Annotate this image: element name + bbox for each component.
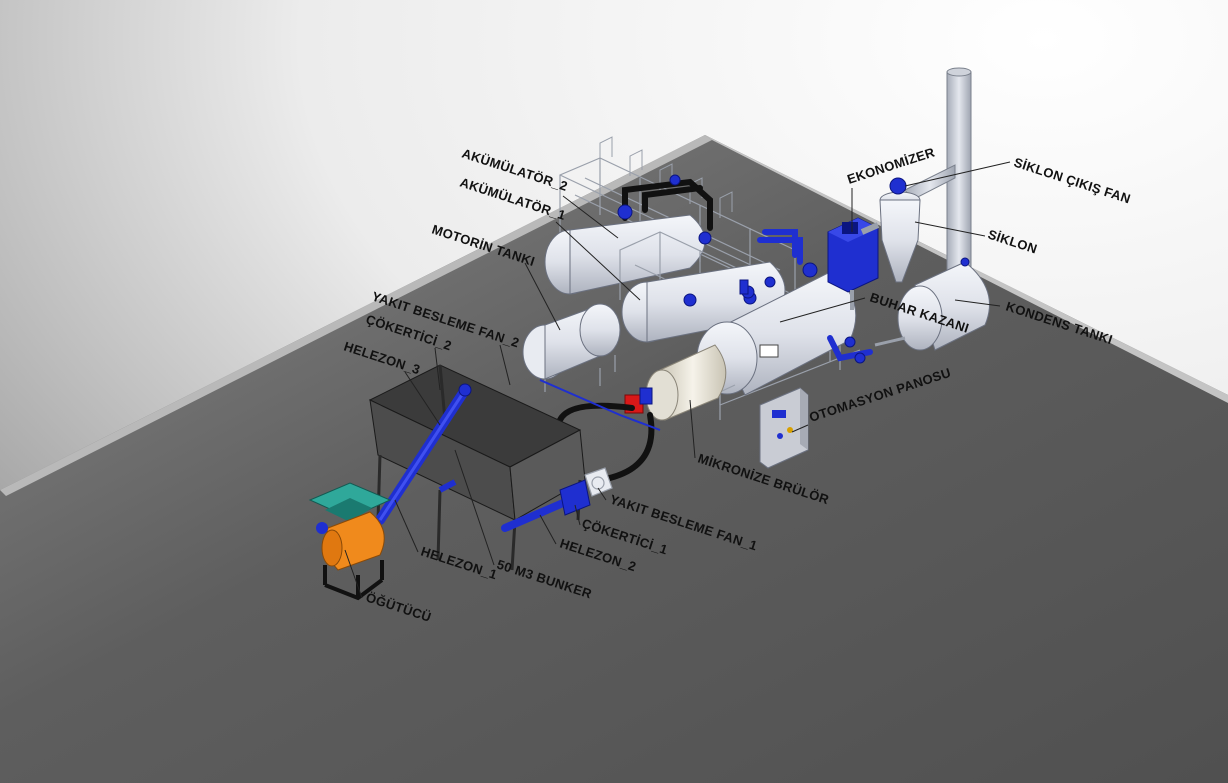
- micronized-burner: [557, 344, 736, 483]
- bunker: [368, 364, 586, 571]
- automation-panel: [759, 387, 809, 469]
- condensate-tank: [897, 257, 990, 351]
- pipework: [539, 229, 906, 431]
- auger-2-and-fan-1: [438, 467, 613, 532]
- economizer: [827, 217, 879, 310]
- auger-3: [375, 383, 472, 525]
- diesel-tank: [522, 303, 621, 392]
- cyclone-and-stack: [860, 67, 972, 283]
